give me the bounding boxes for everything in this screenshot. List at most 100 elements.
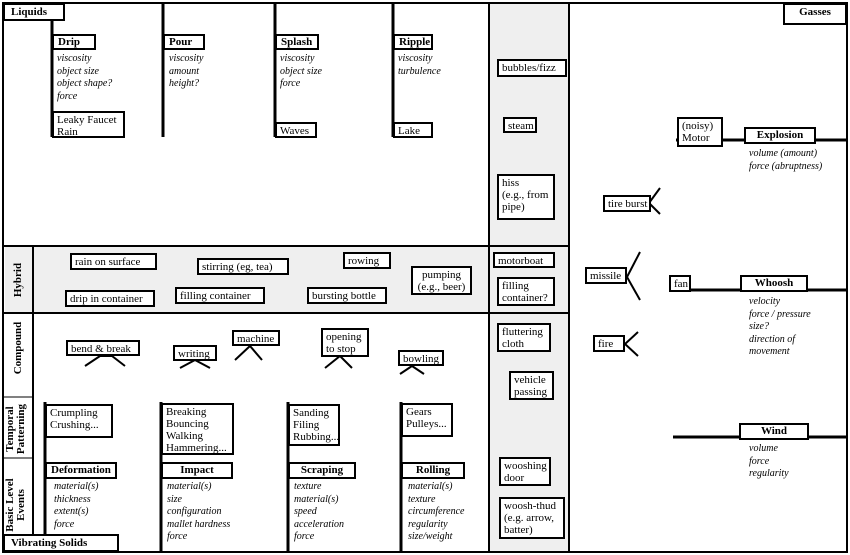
middle-vehicle-line: vehicle bbox=[514, 374, 546, 386]
middle-bubbles-fizz: bubbles/fizz bbox=[497, 59, 567, 77]
liquid-ripple-header: Ripple bbox=[393, 34, 433, 50]
attr: material(s) bbox=[54, 481, 99, 492]
attr: viscosity bbox=[280, 53, 315, 64]
hybrid-pumping-line1: pumping bbox=[421, 269, 462, 281]
attr: object shape? bbox=[57, 78, 113, 89]
attr: force bbox=[280, 78, 301, 89]
gas-explosion-header: Explosion bbox=[744, 127, 816, 144]
middle-fluttering-line: fluttering bbox=[502, 326, 543, 338]
basic-scraping-header: Scraping bbox=[288, 462, 356, 479]
temporal-sanding: Sanding Filing Rubbing... bbox=[288, 404, 340, 446]
attr: material(s) bbox=[294, 493, 339, 505]
middle-wooshing-door: wooshing door bbox=[499, 457, 551, 486]
liquid-splash-attrs: viscosity object size force bbox=[280, 53, 322, 91]
attr: turbulence bbox=[398, 65, 441, 77]
attr: speed bbox=[294, 506, 317, 517]
middle-fluttering-line: cloth bbox=[502, 338, 524, 350]
temporal-line: Crumpling bbox=[50, 407, 98, 419]
hybrid-drip-in-container: drip in container bbox=[65, 290, 155, 307]
temporal-line: Bouncing bbox=[166, 418, 209, 430]
temporal-line: Gears bbox=[406, 406, 432, 418]
temporal-line: Filing bbox=[293, 419, 320, 431]
attr: material(s) bbox=[408, 481, 453, 492]
row-label-temporal: Temporal Patterning bbox=[4, 399, 27, 459]
example-line: Waves bbox=[280, 125, 310, 137]
attr: mallet hardness bbox=[167, 518, 231, 530]
middle-woosh-thud: woosh-thud (e.g. arrow, batter) bbox=[499, 497, 565, 539]
attr: regularity bbox=[749, 468, 789, 479]
gas-motor-line: (noisy) bbox=[682, 120, 714, 132]
row-label-hybrid: Hybrid bbox=[12, 262, 24, 298]
attr: material(s) bbox=[167, 481, 212, 492]
attr: viscosity bbox=[169, 53, 204, 64]
gas-whoosh-attrs: velocity force / pressure size? directio… bbox=[749, 296, 811, 359]
basic-impact-attrs: material(s) size configuration mallet ha… bbox=[167, 481, 230, 544]
attr: viscosity bbox=[57, 53, 92, 64]
hybrid-pumping: pumping (e.g., beer) bbox=[411, 266, 472, 295]
compound-opening-to-stop: opening to stop bbox=[321, 328, 369, 357]
hybrid-pumping-line2: (e.g., beer) bbox=[417, 281, 466, 293]
example-line: Rain bbox=[57, 126, 78, 138]
temporal-gears: Gears Pulleys... bbox=[401, 403, 453, 437]
liquid-splash-header: Splash bbox=[275, 34, 319, 50]
gasses-label: Gasses bbox=[783, 3, 847, 25]
temporal-crumpling: Crumpling Crushing... bbox=[45, 404, 113, 438]
attr: amount bbox=[169, 65, 199, 77]
row-label-basic-line2: Events bbox=[15, 489, 27, 521]
compound-bend-and-break: bend & break bbox=[66, 340, 140, 356]
liquid-splash-example: Waves bbox=[275, 122, 317, 138]
attr: regularity bbox=[408, 518, 448, 530]
temporal-line: Breaking bbox=[166, 406, 207, 418]
basic-rolling-header: Rolling bbox=[401, 462, 465, 479]
temporal-line: Sanding bbox=[293, 407, 330, 419]
hybrid-stirring: stirring (eg, tea) bbox=[197, 258, 289, 275]
middle-filling-container: filling container? bbox=[497, 277, 555, 306]
attr: force (abruptness) bbox=[749, 160, 823, 172]
middle-woosh-thud-line: woosh-thud bbox=[504, 500, 556, 512]
middle-woosh-thud-line: (e.g. arrow, bbox=[504, 512, 554, 524]
attr: velocity bbox=[749, 296, 781, 307]
attr: configuration bbox=[167, 506, 222, 517]
liquid-pour-header: Pour bbox=[163, 34, 205, 50]
middle-filling-line: container? bbox=[502, 292, 548, 304]
hybrid-bursting-bottle: bursting bottle bbox=[307, 287, 387, 304]
hybrid-rowing: rowing bbox=[343, 252, 391, 269]
vibrating-solids-label: Vibrating Solids bbox=[3, 534, 119, 552]
temporal-line: Rubbing... bbox=[293, 431, 340, 443]
middle-wooshing-line: wooshing bbox=[504, 460, 547, 472]
attr: size bbox=[167, 493, 182, 505]
middle-hiss-line: hiss bbox=[502, 177, 520, 189]
middle-vehicle-line: passing bbox=[514, 386, 547, 398]
temporal-line: Hammering... bbox=[166, 442, 227, 454]
middle-steam: steam bbox=[503, 117, 537, 133]
attr: force bbox=[167, 531, 188, 542]
liquid-ripple-attrs: viscosity turbulence bbox=[398, 53, 441, 78]
gas-fire: fire bbox=[593, 335, 625, 352]
gas-wind-header: Wind bbox=[739, 423, 809, 440]
middle-hiss-line: pipe) bbox=[502, 201, 525, 213]
middle-hiss-line: (e.g., from bbox=[502, 189, 549, 201]
attr: force / pressure bbox=[749, 308, 811, 320]
gas-fan: fan bbox=[669, 275, 691, 292]
liquid-drip-attrs: viscosity object size object shape? forc… bbox=[57, 53, 112, 103]
temporal-line: Pulleys... bbox=[406, 418, 447, 430]
middle-fluttering-cloth: fluttering cloth bbox=[497, 323, 551, 352]
attr: object size bbox=[280, 65, 322, 77]
middle-vehicle-passing: vehicle passing bbox=[509, 371, 554, 400]
liquid-ripple-example: Lake bbox=[393, 122, 433, 138]
gas-wind-attrs: volume force regularity bbox=[749, 443, 789, 481]
basic-scraping-attrs: texture material(s) speed acceleration f… bbox=[294, 481, 344, 544]
example-line: Lake bbox=[398, 125, 420, 137]
middle-motorboat: motorboat bbox=[493, 252, 555, 268]
attr: force bbox=[54, 518, 75, 530]
compound-writing: writing bbox=[173, 345, 217, 361]
attr: object size bbox=[57, 65, 99, 77]
attr: volume bbox=[749, 443, 778, 454]
attr: direction of bbox=[749, 333, 796, 345]
compound-bowling: bowling bbox=[398, 350, 444, 366]
basic-deformation-attrs: material(s) thickness extent(s) force bbox=[54, 481, 98, 531]
attr: size? bbox=[749, 321, 769, 332]
attr: acceleration bbox=[294, 518, 344, 530]
hybrid-rain-on-surface: rain on surface bbox=[70, 253, 157, 270]
attr: force bbox=[57, 90, 78, 102]
